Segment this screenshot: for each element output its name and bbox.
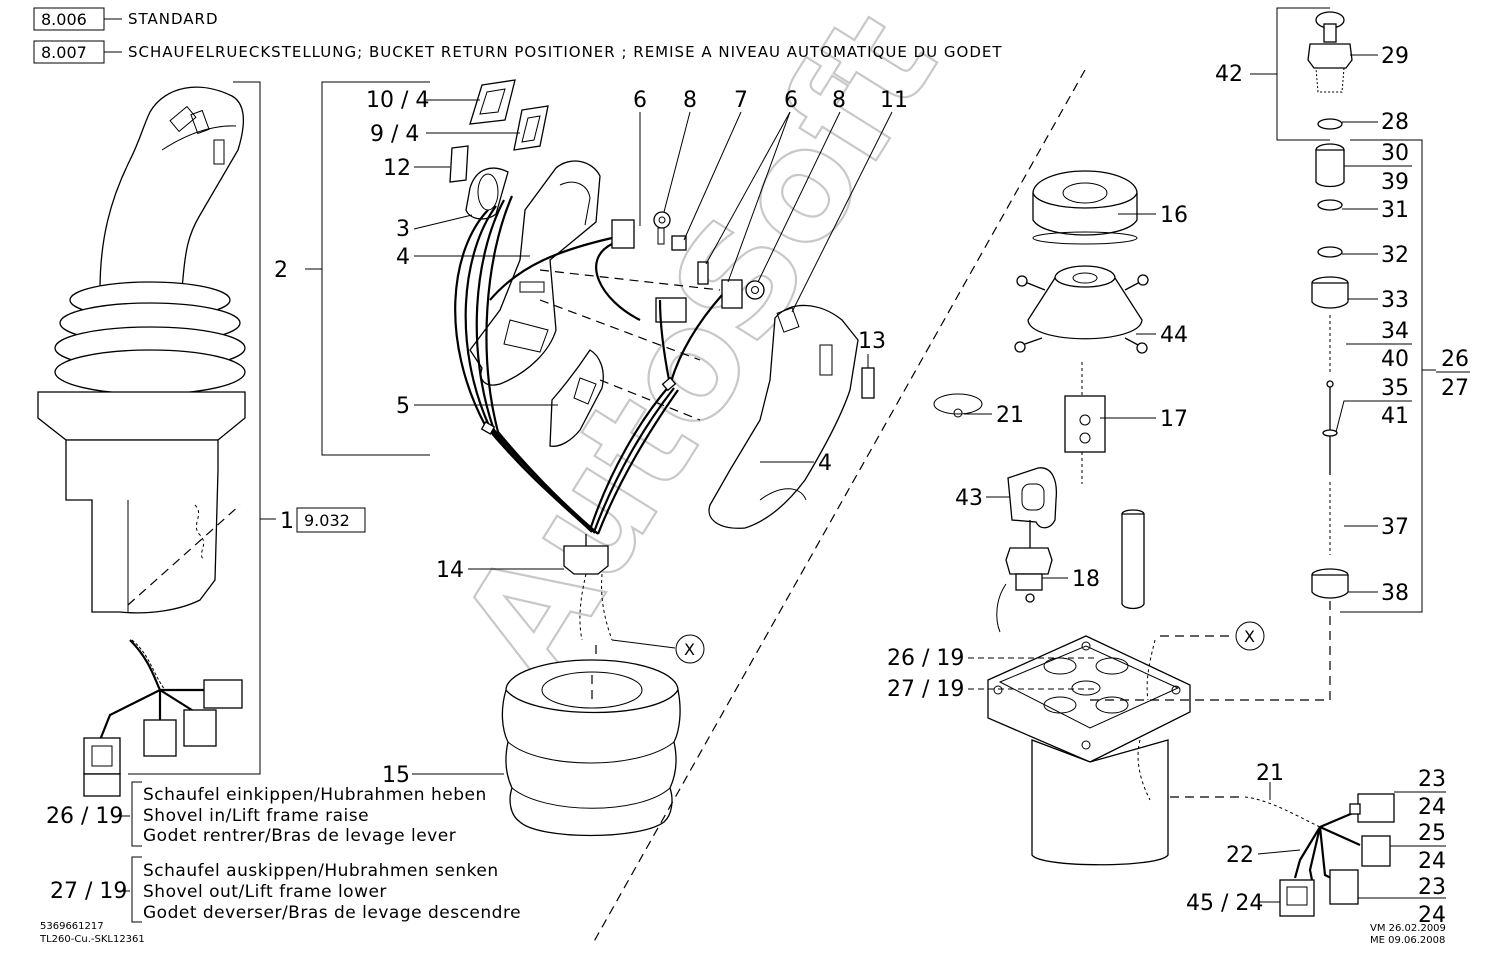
header-text-1: STANDARD [128,10,219,28]
callout-24c: 24 [1418,903,1446,928]
valve-stack: 42 26 27 [1215,7,1470,613]
header: 8.006 STANDARD 8.007 SCHAUFELRUECKSTELLU… [33,7,1003,64]
callout-21a: 21 [996,403,1024,428]
callout-4b: 4 [818,451,832,476]
callout-44: 44 [1160,323,1188,348]
callout-8b: 8 [832,88,846,113]
handle-parts: 2 [274,69,1086,946]
callout-37: 37 [1381,515,1409,540]
callout-2: 2 [274,258,288,283]
callout-28: 28 [1381,110,1409,135]
callout-3: 3 [396,217,410,242]
doc-ref: TL260-Cu.-SKL12361 [39,934,145,945]
callout-30: 30 [1381,141,1409,166]
legend: 26 / 19 Schaufel einkippen/Hubrahmen heb… [46,781,521,923]
callout-24b: 24 [1418,849,1446,874]
callout-34: 34 [1381,319,1409,344]
callout-15: 15 [382,763,410,788]
connection-x-right: X [1244,627,1255,646]
header-code-2: 8.007 [41,43,87,62]
stamp-me: ME 09.06.2008 [1370,935,1445,946]
doc-number: 5369661217 [40,921,104,932]
callout-27: 27 [1441,376,1469,401]
stamp-vm: VM 26.02.2009 [1370,923,1446,934]
callout-11: 11 [880,88,908,113]
callout-12: 12 [383,156,411,181]
callout-17: 17 [1160,407,1188,432]
callout-16: 16 [1160,203,1188,228]
legend-ref-in: 26 / 19 [46,804,123,829]
callout-41: 41 [1381,404,1409,429]
callout-38: 38 [1381,581,1409,606]
callout-23b: 23 [1418,875,1446,900]
legend-in-line-2: Shovel in/Lift frame raise [143,806,369,826]
header-text-2: SCHAUFELRUECKSTELLUNG; BUCKET RETURN POS… [128,43,1003,61]
joystick-assembly [37,86,246,797]
callout-24a: 24 [1418,795,1446,820]
callout-6b: 6 [784,88,798,113]
callout-14: 14 [436,558,464,583]
legend-out-line-2: Shovel out/Lift frame lower [143,882,387,902]
legend-in-line-3: Godet rentrer/Bras de levage lever [143,826,456,846]
callout-26: 26 [1441,347,1469,372]
callout-45-24: 45 / 24 [1186,891,1263,916]
callout-35: 35 [1381,376,1409,401]
legend-out-line-1: Schaufel auskippen/Hubrahmen senken [143,861,499,881]
callout-10-4: 10 / 4 [366,88,429,113]
callout-42: 42 [1215,62,1243,87]
callout-33: 33 [1381,288,1409,313]
callout-23a: 23 [1418,767,1446,792]
legend-out-line-3: Godet deverser/Bras de levage descendre [143,903,521,923]
legend-in-line-1: Schaufel einkippen/Hubrahmen heben [143,785,487,805]
callout-8a: 8 [683,88,697,113]
callout-40: 40 [1381,347,1409,372]
callout-9-4: 9 / 4 [370,122,419,147]
callouts: 10 / 4 9 / 4 12 3 4 5 6 8 7 6 8 11 [366,44,1446,928]
callout-27-19-right: 27 / 19 [887,677,964,702]
callout-5: 5 [396,394,410,419]
callout-4a: 4 [396,245,410,270]
callout-39: 39 [1381,170,1409,195]
callout-18: 18 [1072,567,1100,592]
connection-x-left: X [684,640,695,659]
callout-6a: 6 [633,88,647,113]
callout-26-19-right: 26 / 19 [887,646,964,671]
callout-25: 25 [1418,821,1446,846]
callout-32: 32 [1381,243,1409,268]
callout-13: 13 [858,329,886,354]
header-code-1: 8.006 [41,10,87,29]
callout-bracket-1: 1 9.032 [128,81,366,775]
callout-43: 43 [955,486,983,511]
reference-box: 9.032 [304,511,350,530]
callout-7: 7 [734,88,748,113]
bottom-right-harness [1244,782,1395,917]
legend-ref-out: 27 / 19 [50,879,127,904]
callout-31: 31 [1381,198,1409,223]
callout-1: 1 [280,509,294,534]
callout-21b: 21 [1256,761,1284,786]
mechanical-parts: X [968,170,1331,866]
callout-29: 29 [1381,44,1409,69]
callout-22: 22 [1226,843,1254,868]
